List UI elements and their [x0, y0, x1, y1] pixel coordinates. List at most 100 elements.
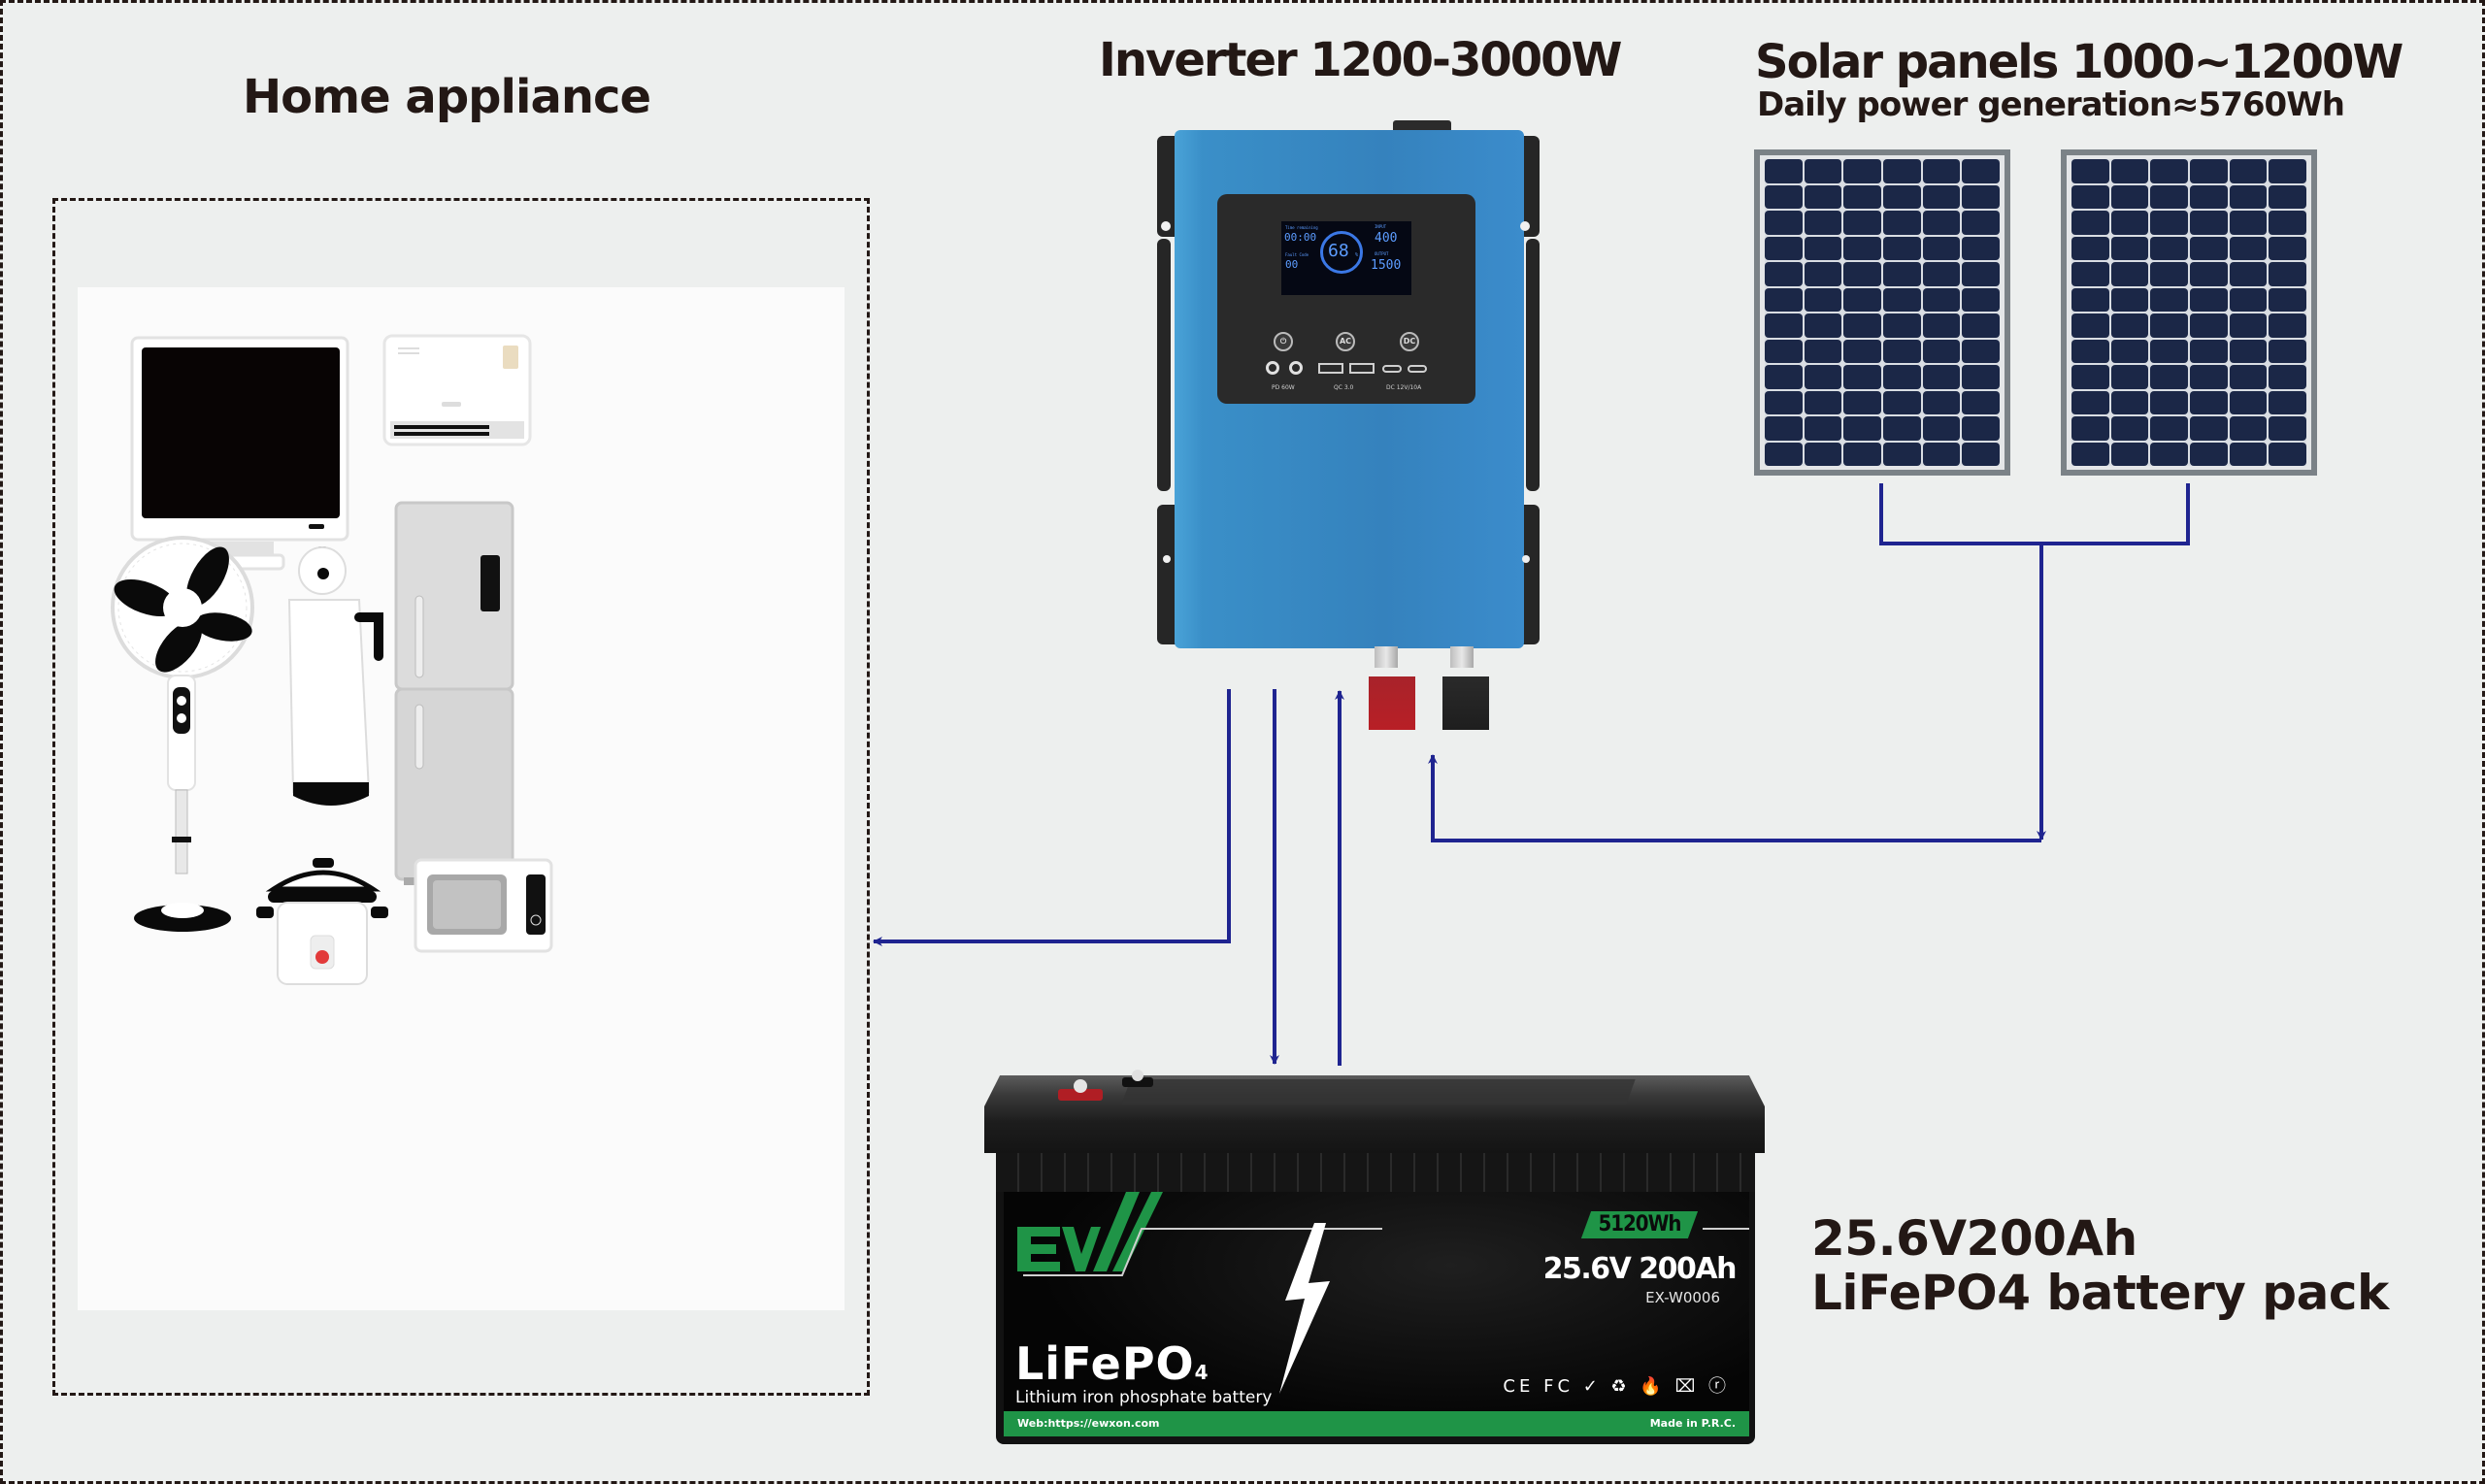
battery-top-label	[1121, 1079, 1636, 1105]
solar-cell	[1804, 313, 1842, 338]
air-conditioner-icon	[382, 334, 532, 446]
solar-cell	[2229, 339, 2268, 363]
solar-cell	[1843, 211, 1881, 235]
solar-cell	[1765, 262, 1803, 286]
solar-cell	[1922, 262, 1961, 286]
chemistry-text: LiFePO	[1015, 1337, 1195, 1390]
solar-cell	[1804, 184, 1842, 209]
solar-cell	[1962, 236, 2000, 260]
solar-cell	[1883, 262, 1921, 286]
solar-cell	[2229, 287, 2268, 312]
solar-cell	[2229, 262, 2268, 286]
solar-cell	[2190, 211, 2228, 235]
solar-cell	[2269, 442, 2306, 466]
solar-cell	[2071, 236, 2109, 260]
solar-cell	[2269, 390, 2306, 414]
solar-cell	[2150, 313, 2188, 338]
solar-cell	[2150, 339, 2188, 363]
solar-cell	[1922, 211, 1961, 235]
logo-line	[1023, 1228, 1382, 1276]
solar-cell	[1922, 365, 1961, 389]
battery-website: Web:https://ewxon.com	[1017, 1417, 1160, 1430]
solar-cell	[1922, 390, 1961, 414]
solar-cell	[1804, 159, 1842, 183]
solar-cell	[1883, 416, 1921, 441]
solar-cell	[1843, 390, 1881, 414]
solar-cell	[1962, 262, 2000, 286]
battery-negative-post	[1122, 1077, 1153, 1087]
solar-cell	[1765, 416, 1803, 441]
solar-cell	[1922, 287, 1961, 312]
solar-cell	[1765, 313, 1803, 338]
dc-button[interactable]: DC	[1400, 332, 1419, 351]
solar-cell	[1962, 390, 2000, 414]
fault-code-value: 00	[1285, 258, 1299, 271]
time-remaining-value: 00:00	[1284, 231, 1317, 244]
solar-cell	[1883, 184, 1921, 209]
output-label: OUTPUT	[1375, 251, 1389, 256]
battery-footer-stripe: Web:https://ewxon.com Made in P.R.C.	[1004, 1411, 1749, 1436]
solar-cell	[2229, 159, 2268, 183]
solar-cell	[2110, 365, 2149, 389]
home-appliance-group	[52, 198, 870, 1396]
solar-cell	[2229, 236, 2268, 260]
battery-pack-label: 25.6V200Ah LiFePO4 battery pack	[1811, 1211, 2389, 1320]
solar-cell	[2150, 390, 2188, 414]
solar-cell	[2269, 211, 2306, 235]
time-remaining-label: Time remaining	[1285, 225, 1318, 230]
solar-cell	[2150, 365, 2188, 389]
solar-cell	[1804, 365, 1842, 389]
solar-cell	[2071, 184, 2109, 209]
solar-cell	[2150, 211, 2188, 235]
solar-cell	[1922, 159, 1961, 183]
solar-cell	[2229, 313, 2268, 338]
solar-cell	[2071, 416, 2109, 441]
solar-cell	[2269, 262, 2306, 286]
solar-cell	[1765, 287, 1803, 312]
solar-cell	[1765, 365, 1803, 389]
input-value: 400	[1375, 231, 1398, 246]
battery-origin: Made in P.R.C.	[1649, 1417, 1736, 1430]
battery-positive-post	[1058, 1089, 1103, 1101]
solar-cell	[2071, 339, 2109, 363]
solar-cell	[1883, 339, 1921, 363]
solar-cell	[2190, 442, 2228, 466]
soc-ring	[1320, 231, 1363, 274]
solar-cell	[1843, 159, 1881, 183]
solar-cell	[1843, 416, 1881, 441]
solar-cell	[1843, 287, 1881, 312]
solar-cell	[2071, 211, 2109, 235]
solar-cell	[2190, 390, 2228, 414]
input-label: INPUT	[1375, 224, 1387, 229]
electric-fan-icon	[111, 536, 254, 932]
solar-cell	[2150, 416, 2188, 441]
solar-cell	[2150, 442, 2188, 466]
solar-cell	[1962, 287, 2000, 312]
cable-gland-positive	[1375, 646, 1398, 668]
ew-logo	[1017, 1192, 1163, 1271]
solar-cell	[2229, 390, 2268, 414]
mount-bracket-right-mid	[1526, 239, 1540, 491]
daily-generation-label: Daily power generation≈5760Wh	[1757, 85, 2345, 124]
solar-cell	[2071, 159, 2109, 183]
solar-cell	[1922, 442, 1961, 466]
qc-port-label: QC 3.0	[1334, 384, 1354, 391]
usb-c-port-1	[1382, 365, 1402, 373]
power-button[interactable]: ⏻	[1274, 332, 1293, 351]
solar-cell	[1843, 365, 1881, 389]
battery-label-face: 5120Wh 25.6V 200Ah EX-W0006 LiFePO4 Lith…	[1004, 1192, 1749, 1436]
chemistry-subscript: 4	[1194, 1361, 1209, 1384]
solar-cell	[2071, 390, 2109, 414]
solar-cell	[2269, 313, 2306, 338]
solar-cell	[2150, 184, 2188, 209]
solar-cell	[1804, 442, 1842, 466]
solar-cell	[1962, 416, 2000, 441]
ac-button[interactable]: AC	[1336, 332, 1355, 351]
solar-cell	[2229, 211, 2268, 235]
solar-cell	[1765, 390, 1803, 414]
solar-cell	[2269, 159, 2306, 183]
mount-bracket-left-mid	[1157, 239, 1171, 491]
solar-cell	[1962, 442, 2000, 466]
solar-cell	[2190, 184, 2228, 209]
